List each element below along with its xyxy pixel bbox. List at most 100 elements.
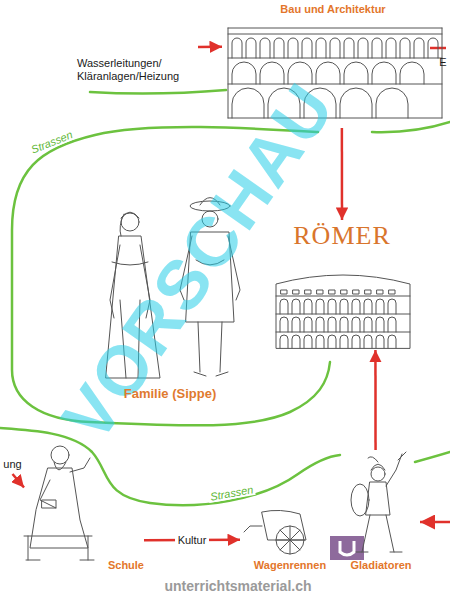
sword-arm — [386, 452, 406, 486]
aqueduct-arch — [316, 62, 340, 84]
aqueduct-arch — [386, 38, 396, 58]
flow-arrow — [374, 350, 377, 450]
legs — [356, 515, 402, 552]
colosseum-outline — [276, 275, 410, 348]
head — [371, 467, 385, 481]
colosseum-arch — [376, 317, 384, 332]
spoke — [290, 540, 304, 541]
colosseum-arch — [376, 299, 384, 314]
scroll — [42, 500, 56, 508]
colosseum-arch — [328, 335, 336, 348]
colosseum-arch — [340, 299, 348, 314]
colosseum-window — [305, 290, 311, 294]
topic-node: RÖMER — [268, 220, 416, 350]
colosseum-window — [389, 290, 395, 294]
aqueduct-arch — [288, 38, 298, 58]
colosseum-window — [329, 290, 335, 294]
road-line — [372, 122, 450, 132]
topic-node: Bau und Architektur — [222, 3, 444, 128]
colosseum-arch — [340, 335, 348, 348]
road-line — [90, 90, 226, 93]
source-note: unterrichtsmaterial.ch — [164, 578, 311, 594]
aqueduct-arch — [372, 62, 396, 84]
colosseum-arch — [352, 317, 360, 332]
colosseum-arch — [292, 299, 300, 314]
helmet — [368, 457, 385, 470]
flow-arrow — [198, 46, 222, 49]
colosseum-arch — [280, 317, 288, 332]
wheel — [276, 526, 304, 554]
aqueduct-arch — [316, 38, 326, 58]
logo-box — [330, 536, 364, 560]
logo-shape — [340, 541, 354, 555]
spoke — [290, 540, 300, 550]
road-line — [415, 452, 450, 462]
beard — [54, 462, 66, 470]
aqueduct-arch — [400, 62, 424, 84]
flow-arrow — [13, 474, 25, 488]
aqueduct-arch — [330, 38, 340, 58]
colosseum-window — [341, 290, 347, 294]
teacher-illustration — [24, 446, 94, 560]
colosseum-window — [281, 290, 287, 294]
topic-label: Schule — [108, 559, 144, 572]
colosseum-window — [353, 290, 359, 294]
logo-mark — [330, 536, 364, 560]
colosseum-window — [317, 290, 323, 294]
incoming-arrow — [420, 521, 450, 524]
topic-label: Bau und Architektur — [280, 3, 385, 16]
spoke — [276, 540, 290, 541]
aqueduct-arch — [372, 38, 382, 58]
aqueduct-arch — [414, 38, 424, 58]
colosseum-arch — [316, 335, 324, 348]
aqueduct-arch — [274, 38, 284, 58]
topic-label: Wagenrennen — [254, 559, 326, 572]
colosseum-window — [365, 290, 371, 294]
topic-label: Wasserleitungen/ Kläranlagen/Heizung — [77, 57, 198, 83]
colosseum-arch — [280, 335, 288, 348]
gladiator-illustration — [351, 452, 406, 552]
topic-label: ung — [3, 458, 21, 471]
aqueduct-arch — [232, 62, 256, 84]
spoke — [290, 540, 291, 554]
colosseum-arch — [304, 317, 312, 332]
colosseum-window — [293, 290, 299, 294]
road-line — [0, 428, 340, 505]
colosseum-arch — [316, 299, 324, 314]
topic-node: ung — [0, 458, 25, 474]
colosseum-arch — [352, 299, 360, 314]
colosseum-tier — [276, 314, 410, 315]
colosseum-tier — [276, 332, 410, 333]
colosseum-arch — [328, 317, 336, 332]
aqueduct-arch — [246, 38, 256, 58]
topic-label: Familie (Sippe) — [124, 386, 216, 402]
colosseum-arch — [388, 317, 396, 332]
colosseum-arch — [352, 335, 360, 348]
colosseum-arch — [292, 317, 300, 332]
colosseum-arch — [376, 335, 384, 348]
colosseum-window — [377, 290, 383, 294]
edge-label: Kultur — [175, 534, 210, 546]
head — [51, 446, 69, 464]
flow-arrow — [341, 128, 344, 220]
colosseum-tier — [276, 296, 410, 297]
colosseum-arch — [316, 317, 324, 332]
colosseum-arch — [388, 299, 396, 314]
shield — [351, 484, 369, 516]
colosseum-arch — [364, 335, 372, 348]
aqueduct-arch — [344, 38, 354, 58]
aqueduct-arch — [260, 38, 270, 58]
topic-node: Familie (Sippe) — [95, 190, 245, 402]
colosseum-arch — [328, 299, 336, 314]
topic-node: Schule — [24, 440, 144, 572]
hair — [120, 212, 139, 236]
stool — [24, 536, 94, 560]
colosseum-arch — [304, 299, 312, 314]
spoke — [290, 530, 300, 540]
aqueduct-arch — [358, 38, 368, 58]
colosseum-arch — [364, 299, 372, 314]
aqueduct-arch — [344, 62, 368, 84]
colosseum-arch — [340, 317, 348, 332]
